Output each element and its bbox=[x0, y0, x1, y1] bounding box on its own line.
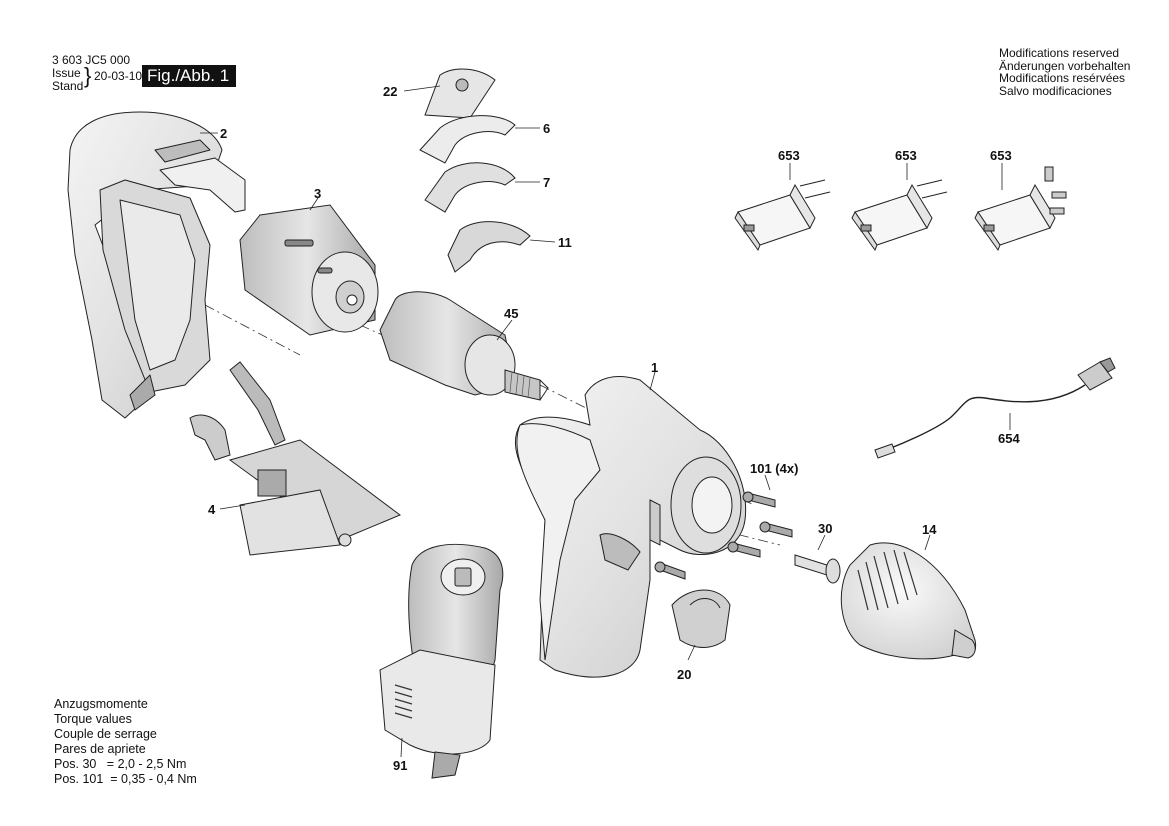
torque-line: Anzugsmomente bbox=[54, 697, 148, 711]
callout-14: 14 bbox=[922, 522, 937, 537]
cap-part-11 bbox=[447, 221, 531, 273]
issue-label: Issue bbox=[52, 66, 81, 80]
torque-line: Couple de serrage bbox=[54, 727, 157, 741]
gearbox-part bbox=[379, 291, 549, 401]
callout-22: 22 bbox=[383, 84, 397, 99]
modification-line: Modifications reserved bbox=[999, 46, 1120, 60]
callout-101: 101 (4x) bbox=[750, 461, 798, 476]
callout-4: 4 bbox=[208, 502, 216, 517]
leader-lines bbox=[200, 85, 1011, 758]
modification-line: Modifications resérvées bbox=[999, 71, 1126, 85]
modification-line: Änderungen vorbehalten bbox=[999, 58, 1131, 73]
torque-line: Pares de apriete bbox=[54, 742, 146, 756]
torque-value: Pos. 30 = 2,0 - 2,5 Nm bbox=[54, 757, 187, 771]
callout-30: 30 bbox=[818, 521, 832, 536]
part-number: 3 603 JC5 000 bbox=[52, 53, 131, 67]
chuck-part-14 bbox=[840, 542, 977, 660]
callout-2: 2 bbox=[220, 126, 227, 141]
housing-shell-left-part bbox=[67, 111, 246, 419]
motor-part bbox=[239, 204, 379, 336]
usb-cable-part bbox=[874, 357, 1116, 459]
torque-value: Pos. 101 = 0,35 - 0,4 Nm bbox=[54, 772, 197, 786]
callout-1: 1 bbox=[651, 360, 658, 375]
callout-6: 6 bbox=[543, 121, 550, 136]
issue-date: 20-03-10 bbox=[94, 69, 143, 83]
brace-glyph: } bbox=[84, 63, 92, 88]
callout-653-uk: 653 bbox=[990, 148, 1012, 163]
screws-part-101 bbox=[654, 491, 793, 580]
torque-note: Anzugsmomente Torque values Couple de se… bbox=[54, 697, 197, 787]
callout-653-ch: 653 bbox=[895, 148, 917, 163]
torque-line: Torque values bbox=[54, 712, 132, 726]
charger-uk-part bbox=[974, 166, 1067, 252]
callout-91: 91 bbox=[393, 758, 407, 773]
electronics-board-part bbox=[189, 361, 401, 556]
ring-part-7 bbox=[424, 162, 516, 213]
figure-label: Fig./Abb. 1 bbox=[142, 65, 237, 87]
stand-label: Stand bbox=[52, 79, 84, 93]
cap-part-22 bbox=[424, 68, 496, 119]
callout-20: 20 bbox=[677, 667, 691, 682]
bolt-part-30 bbox=[794, 554, 841, 584]
callout-654: 654 bbox=[998, 431, 1020, 446]
callout-3: 3 bbox=[314, 186, 321, 201]
main-housing-part bbox=[514, 376, 747, 678]
modification-line: Salvo modificaciones bbox=[999, 83, 1112, 98]
callout-45: 45 bbox=[504, 306, 518, 321]
callout-7: 7 bbox=[543, 175, 550, 190]
modifications-note: Modifications reserved Änderungen vorbeh… bbox=[999, 47, 1130, 97]
battery-pack-part bbox=[379, 543, 504, 779]
callout-11: 11 bbox=[558, 235, 572, 250]
charger-ch-part bbox=[851, 179, 948, 252]
charger-eu-part bbox=[734, 179, 831, 252]
callout-653-eu: 653 bbox=[778, 148, 800, 163]
clip-part-20 bbox=[671, 589, 731, 648]
ring-part-6 bbox=[419, 115, 516, 164]
